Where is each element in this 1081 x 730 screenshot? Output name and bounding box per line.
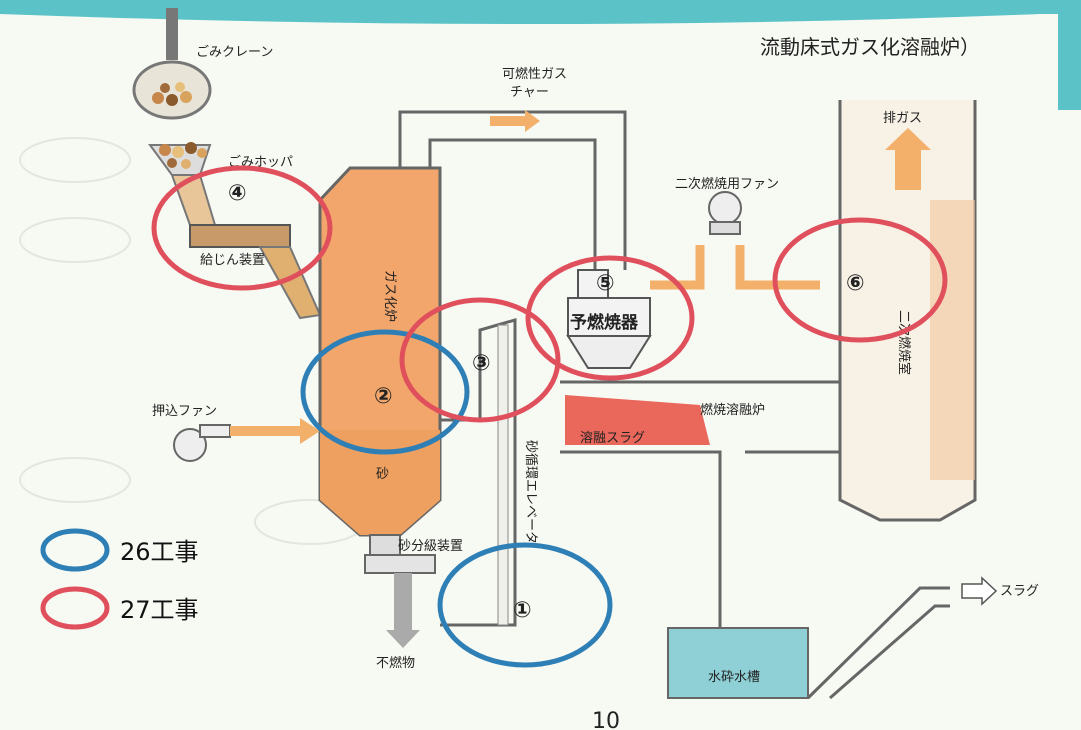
sand-separator-label: 砂分級装置 bbox=[398, 539, 463, 554]
water-tank bbox=[667, 576, 998, 700]
exhaust-arrow bbox=[885, 128, 931, 190]
marker-2: ② bbox=[374, 384, 393, 409]
sand-label: 砂 bbox=[376, 467, 389, 482]
preburner-label: 予燃焼器 bbox=[570, 312, 639, 333]
incombustible-label: 不燃物 bbox=[376, 655, 415, 671]
gasifier-label: ガス化炉 bbox=[382, 270, 397, 322]
marker-5: ⑤ bbox=[596, 271, 615, 296]
melting-furnace-label: 燃焼溶融炉 bbox=[700, 402, 765, 418]
exhaust-label: 排ガス bbox=[883, 111, 922, 126]
incombustible-arrow bbox=[386, 573, 420, 648]
slag-label: スラグ bbox=[1000, 584, 1039, 599]
page-title: 流動床式ガス化溶融炉） bbox=[760, 35, 980, 59]
gas-arrow bbox=[490, 110, 540, 132]
water-tank-label: 水砕水槽 bbox=[708, 670, 760, 685]
legend-swatch-26 bbox=[40, 528, 110, 572]
crane-label: ごみクレーン bbox=[196, 44, 273, 60]
top-curve bbox=[0, 0, 1081, 24]
preburner bbox=[566, 269, 652, 369]
hopper bbox=[148, 142, 212, 176]
chamber-label: チャー bbox=[510, 85, 549, 100]
marker-circle-6 bbox=[772, 217, 948, 343]
molten-slag-label: 溶融スラグ bbox=[580, 431, 645, 446]
marker-circle-5 bbox=[525, 255, 695, 381]
marker-circle-2 bbox=[300, 329, 470, 455]
right-band bbox=[1058, 0, 1081, 110]
secondary-chamber-label: 二次燃焼室 bbox=[896, 310, 912, 375]
marker-circle-4 bbox=[151, 165, 333, 291]
marker-circle-1 bbox=[437, 542, 613, 668]
marker-6: ⑥ bbox=[846, 271, 865, 296]
sand-elevator-label: 砂循環エレベータ bbox=[523, 440, 538, 544]
gasifier-furnace bbox=[318, 166, 442, 556]
legend-label-27: 27工事 bbox=[120, 596, 199, 624]
secondary-fan-label: 二次燃焼用ファン bbox=[675, 176, 779, 192]
marker-3: ③ bbox=[472, 351, 491, 376]
legend-label-26: 26工事 bbox=[120, 538, 199, 566]
feeder-label: 給じん装置 bbox=[200, 253, 265, 268]
secondary-chamber bbox=[838, 100, 977, 522]
combustible-gas-label: 可燃性ガス bbox=[502, 66, 567, 82]
marker-1: ① bbox=[513, 598, 532, 623]
sand-separator bbox=[364, 554, 436, 574]
secondary-fan bbox=[650, 191, 820, 290]
push-fan-label: 押込ファン bbox=[152, 404, 217, 419]
crane bbox=[132, 8, 212, 120]
gas-duct bbox=[398, 110, 627, 270]
page-number: 10 bbox=[592, 709, 620, 730]
marker-4: ④ bbox=[228, 181, 247, 206]
push-fan bbox=[173, 418, 320, 462]
legend-swatch-27 bbox=[40, 586, 110, 630]
marker-circle-3 bbox=[399, 297, 561, 423]
